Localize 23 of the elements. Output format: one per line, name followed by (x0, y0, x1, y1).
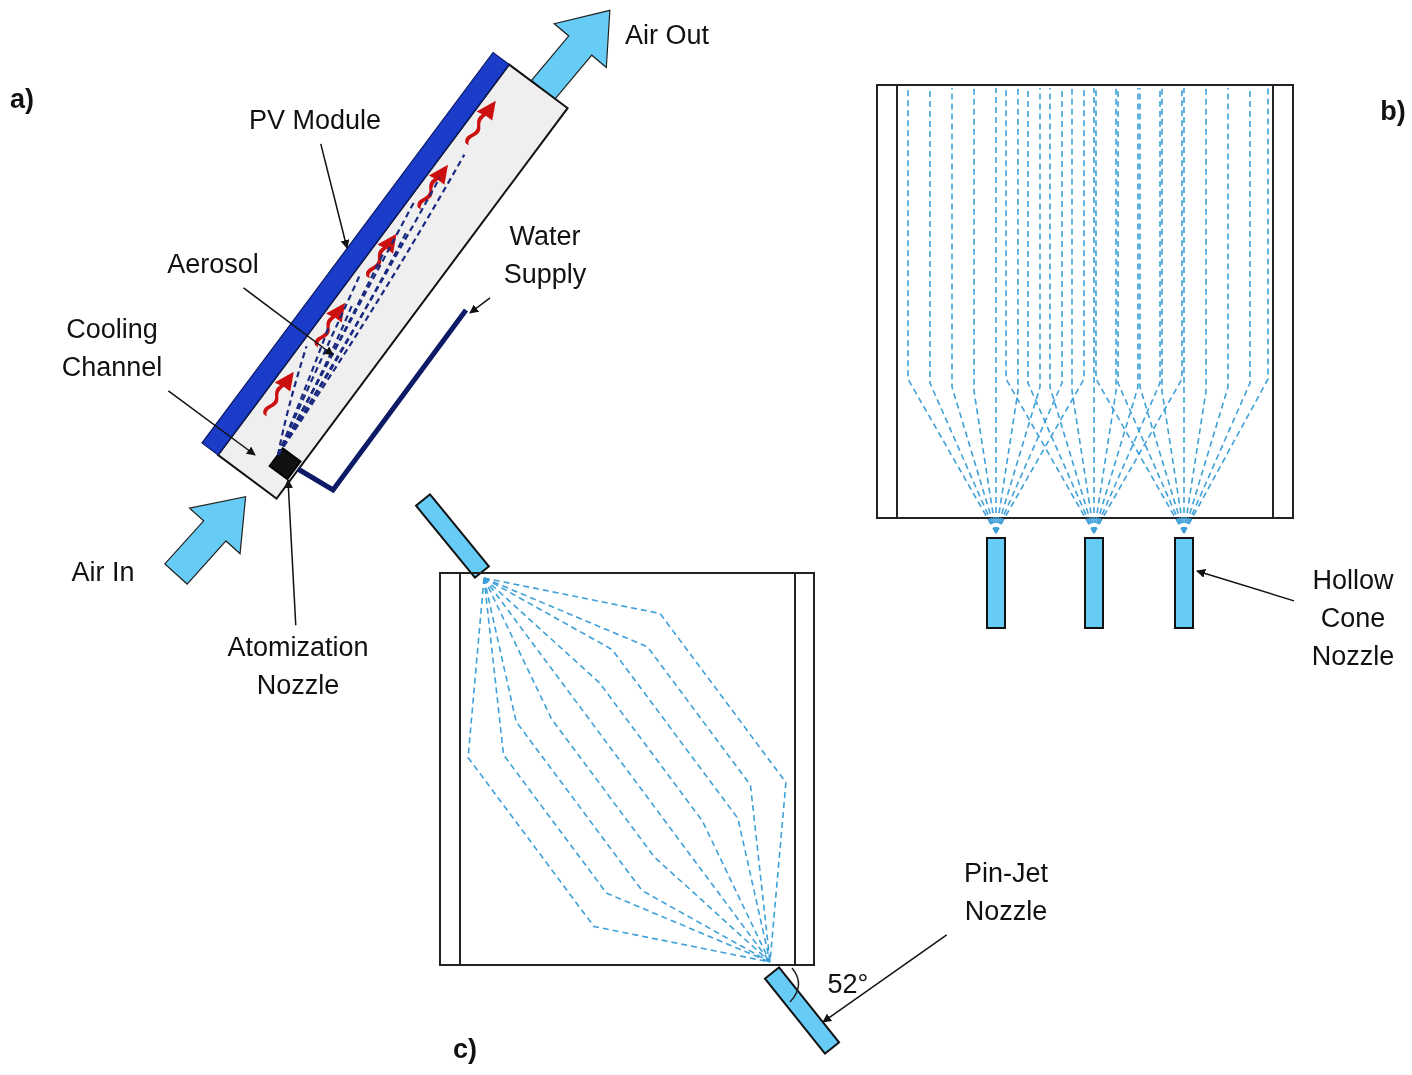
part-label: Pin-Jet Nozzle (946, 855, 1066, 931)
part-label: Cooling Channel (42, 311, 182, 387)
panel-label: c) (453, 1033, 477, 1067)
hollow-cone-nozzle (1174, 537, 1194, 629)
part-label: PV Module (248, 102, 382, 140)
part-label: Hollow Cone Nozzle (1298, 562, 1408, 676)
hollow-cone-nozzle (1084, 537, 1104, 629)
leader-line (1196, 569, 1295, 602)
flow-label: Air In (71, 556, 135, 590)
hollow-cone-nozzle (986, 537, 1006, 629)
leader-line (822, 934, 948, 1023)
part-label: Water Supply (485, 218, 605, 294)
panel-label: a) (10, 83, 34, 117)
leader-line (469, 297, 491, 314)
part-label: Atomization Nozzle (203, 629, 393, 705)
angle-label: 52° (827, 968, 869, 1002)
panel-label: b) (1380, 95, 1406, 129)
leader-line (283, 479, 297, 626)
leader-line (320, 143, 350, 249)
flow-label: Air Out (625, 19, 709, 53)
part-label: Aerosol (167, 246, 259, 284)
leader-line (167, 390, 256, 456)
leader-line (242, 287, 334, 356)
